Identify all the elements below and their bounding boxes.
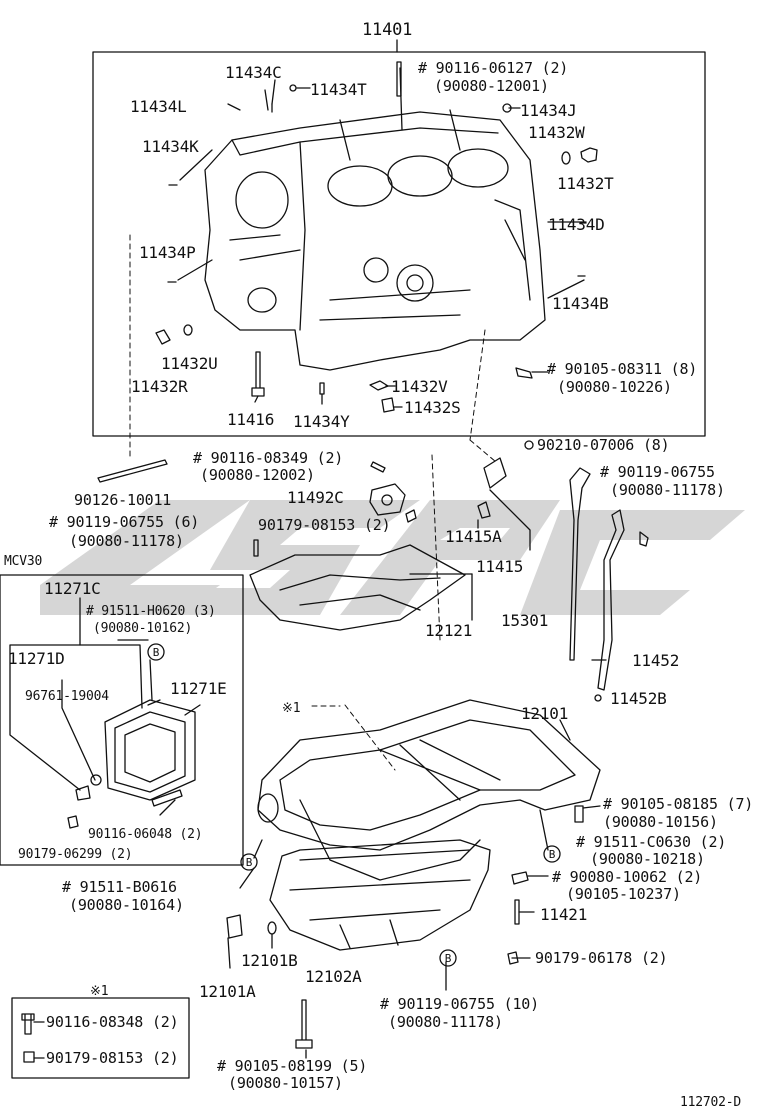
engine-block-drawing xyxy=(204,67,546,371)
label-90080-12002: (90080-12002) xyxy=(200,466,315,484)
label-11416: 11416 xyxy=(227,410,275,429)
legend-frame xyxy=(11,997,190,1079)
label-11452: 11452 xyxy=(632,651,680,670)
label-11432t: 11432T xyxy=(557,174,614,193)
label-96761-19004: 96761-19004 xyxy=(25,689,109,704)
label-90105-08185: # 90105-08185 (7) xyxy=(603,795,754,813)
label-91511-b0616: # 91511-B0616 xyxy=(62,878,177,896)
label-star1: ※1 xyxy=(282,701,301,716)
legend-item-90116-08348: 90116-08348 (2) xyxy=(46,1013,179,1031)
label-90119-06755-c: # 90119-06755 (10) xyxy=(380,995,539,1013)
inset-frame xyxy=(0,574,244,866)
oil-pan-upper-12101 xyxy=(257,699,601,851)
label-11271d: 11271D xyxy=(8,649,65,668)
label-90080-11178-c: (90080-11178) xyxy=(388,1013,503,1031)
marker-b-inset: B xyxy=(153,646,160,659)
label-90080-12001: (90080-12001) xyxy=(434,77,549,95)
label-12101: 12101 xyxy=(521,704,569,723)
label-11432v: 11432V xyxy=(391,377,448,396)
label-90080-10218: (90080-10218) xyxy=(590,850,705,868)
label-11434p: 11434P xyxy=(139,243,196,262)
label-11432u: 11432U xyxy=(161,354,218,373)
guide-tube-11452 xyxy=(597,509,625,691)
diagram-reference-number: 112702-D xyxy=(680,1095,742,1110)
label-11434d: 11434D xyxy=(548,215,605,234)
label-90080-10157: (90080-10157) xyxy=(228,1074,343,1092)
label-91511-c0630: # 91511-C0630 (2) xyxy=(576,833,727,851)
dipstick-15301 xyxy=(569,467,591,661)
label-90080-10164: (90080-10164) xyxy=(69,896,184,914)
label-90116-06127: # 90116-06127 (2) xyxy=(418,59,569,77)
label-90116-06048: 90116-06048 (2) xyxy=(88,827,203,842)
label-11432w: 11432W xyxy=(528,123,585,142)
label-11415a: 11415A xyxy=(445,527,502,546)
label-11434j: 11434J xyxy=(520,101,577,120)
label-90080-11178-b: (90080-11178) xyxy=(69,532,184,550)
gasket-11492c xyxy=(369,483,406,516)
label-11415: 11415 xyxy=(476,557,524,576)
marker-b-pan-right: B xyxy=(549,848,556,861)
label-12102a: 12102A xyxy=(305,967,362,986)
label-90126-10011: 90126-10011 xyxy=(74,491,172,509)
legend-item-90179-08153: 90179-08153 (2) xyxy=(46,1049,179,1067)
label-11492c: 11492C xyxy=(287,488,344,507)
label-11434y: 11434Y xyxy=(293,412,350,431)
label-11401: 11401 xyxy=(362,20,413,40)
label-90210-07006: 90210-07006 (8) xyxy=(537,436,670,454)
label-11434k: 11434K xyxy=(142,137,199,156)
label-12121: 12121 xyxy=(425,621,473,640)
label-mcv30: MCV30 xyxy=(4,554,43,569)
block-frame xyxy=(92,51,706,437)
tcm-cover-11271e xyxy=(104,699,196,801)
marker-b-pan-left: B xyxy=(246,856,253,869)
label-90080-10156: (90080-10156) xyxy=(603,813,718,831)
label-11432r: 11432R xyxy=(131,377,188,396)
stiffener-plate-12121 xyxy=(249,544,466,631)
bolt-90116-06127 xyxy=(396,61,402,97)
label-11271c: 11271C xyxy=(44,579,101,598)
label-90179-06299: 90179-06299 (2) xyxy=(18,847,133,862)
label-11434c: 11434C xyxy=(225,63,282,82)
label-90119-06755-a: # 90119-06755 xyxy=(600,463,715,481)
label-90105-08199: # 90105-08199 (5) xyxy=(217,1057,368,1075)
label-11432s: 11432S xyxy=(404,398,461,417)
stud-90126-10011 xyxy=(97,459,168,483)
label-90080-10062: # 90080-10062 (2) xyxy=(552,868,703,886)
label-11421: 11421 xyxy=(540,905,588,924)
label-90080-10162: (90080-10162) xyxy=(93,621,193,636)
label-11452b: 11452B xyxy=(610,689,667,708)
label-12101a: 12101A xyxy=(199,982,256,1001)
legend-title: ※1 xyxy=(90,984,109,999)
label-90179-06178: 90179-06178 (2) xyxy=(535,949,668,967)
oil-pan-lower-12102a xyxy=(269,839,491,951)
label-90105-08311: # 90105-08311 (8) xyxy=(547,360,698,378)
label-11434l: 11434L xyxy=(130,97,187,116)
label-12101b: 12101B xyxy=(241,951,298,970)
label-11434b: 11434B xyxy=(552,294,609,313)
label-90080-11178-a: (90080-11178) xyxy=(610,481,725,499)
label-11434t: 11434T xyxy=(310,80,367,99)
marker-b-pan-bottom: B xyxy=(445,952,452,965)
label-11271e: 11271E xyxy=(170,679,227,698)
label-90116-08349: # 90116-08349 (2) xyxy=(193,449,344,467)
label-91511-h0620: # 91511-H0620 (3) xyxy=(86,604,216,619)
label-90105-10237: (90105-10237) xyxy=(566,885,681,903)
label-90080-10226: (90080-10226) xyxy=(557,378,672,396)
label-90179-08153-a: 90179-08153 (2) xyxy=(258,516,391,534)
label-90119-06755-b: # 90119-06755 (6) xyxy=(49,513,200,531)
label-15301: 15301 xyxy=(501,611,549,630)
